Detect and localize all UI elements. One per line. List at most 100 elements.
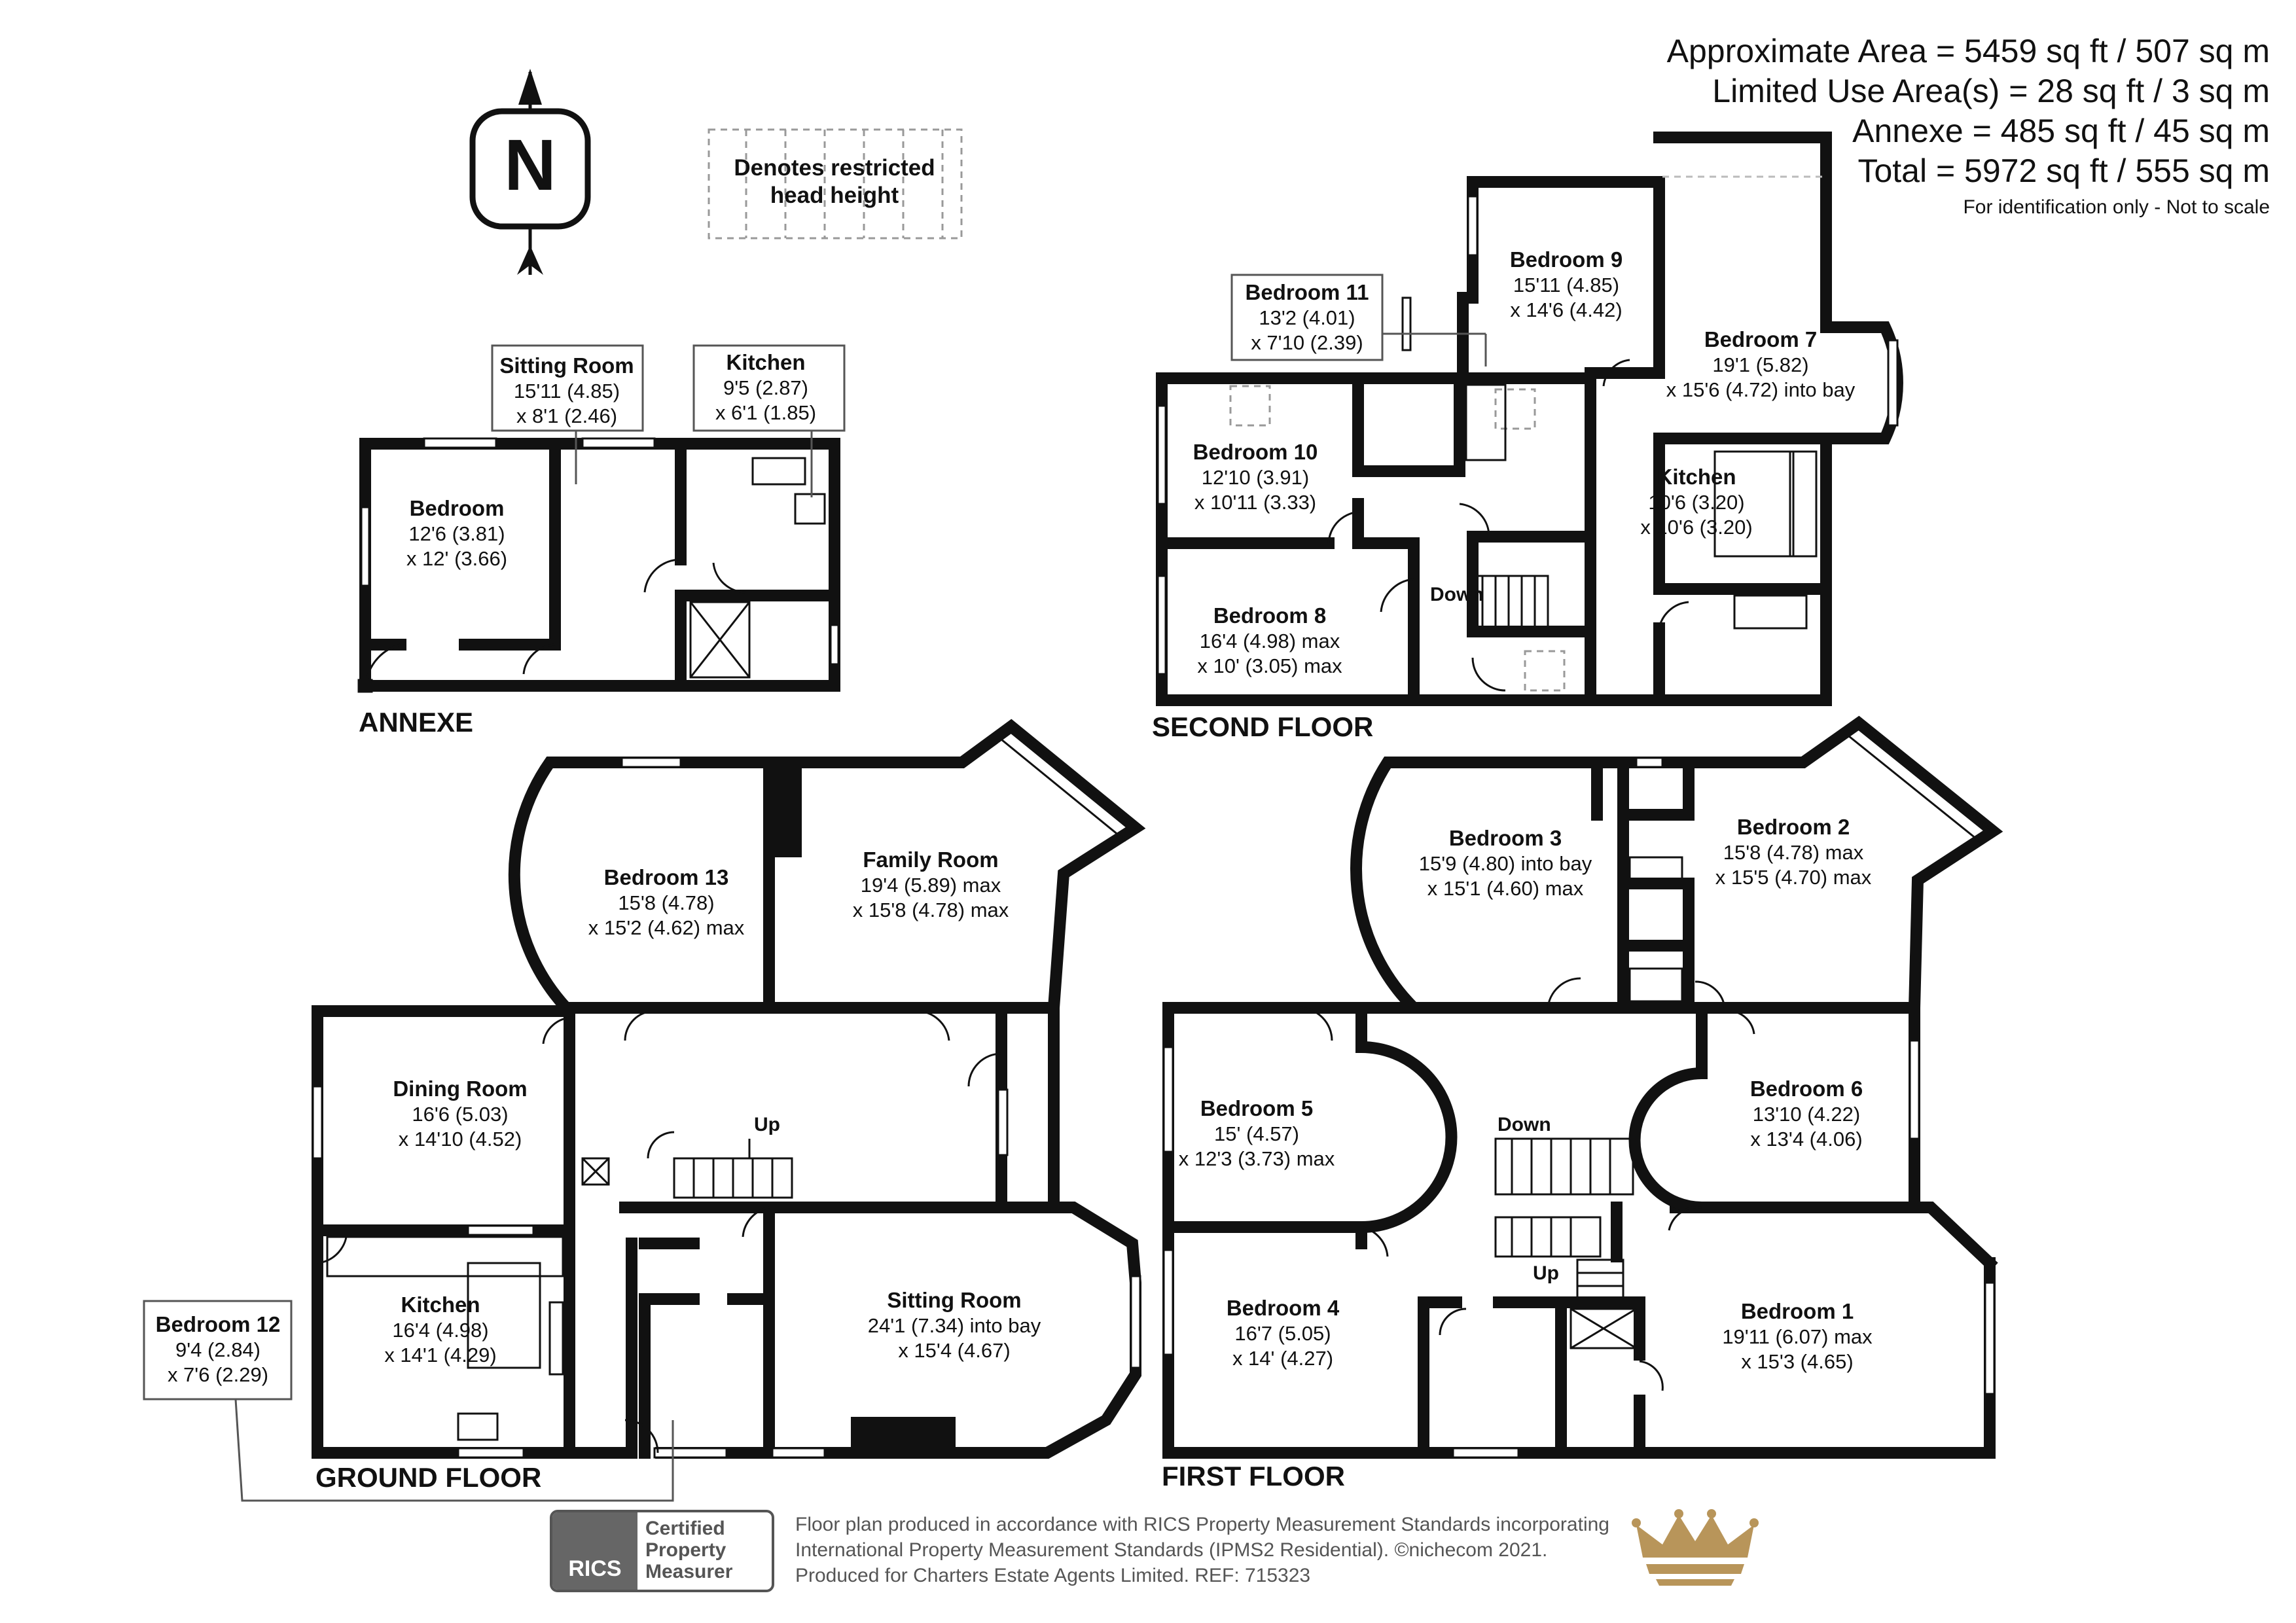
room-dimensions: x 7'6 (2.29) xyxy=(168,1363,268,1386)
legend-line-1: Denotes restricted xyxy=(734,155,935,181)
room-dimensions: x 7'10 (2.39) xyxy=(1251,331,1363,354)
room-dimensions: x 15'6 (4.72) into bay xyxy=(1666,378,1856,401)
room-name: Bedroom 3 xyxy=(1449,826,1562,850)
stairs-first xyxy=(1494,1137,1634,1300)
room-dimensions: 16'4 (4.98) xyxy=(392,1319,488,1342)
restricted-height-legend: Denotes restricted head height xyxy=(708,128,963,240)
room-name: Bedroom 13 xyxy=(604,865,729,889)
disclaimer: For identification only - Not to scale xyxy=(1963,196,2270,218)
room-name: Bedroom 8 xyxy=(1213,603,1326,628)
footer-line-2: International Property Measurement Stand… xyxy=(795,1539,1548,1561)
annexe-plan xyxy=(357,437,840,693)
room-dimensions: 13'2 (4.01) xyxy=(1259,306,1355,329)
bedroom-4: Bedroom 4 16'7 (5.05) x 14' (4.27) xyxy=(1227,1296,1340,1370)
room-dimensions: 16'4 (4.98) max xyxy=(1200,630,1340,652)
room-dimensions: 9'5 (2.87) xyxy=(723,376,808,399)
room-name: Family Room xyxy=(863,847,998,872)
stairs-down-label: Down xyxy=(1430,584,1484,605)
room-dimensions: 13'10 (4.22) xyxy=(1753,1103,1860,1126)
stairs-up-label: Up xyxy=(754,1114,780,1135)
annexe-label: ANNEXE xyxy=(359,707,473,738)
room-name: Bedroom 6 xyxy=(1750,1077,1863,1101)
room-dimensions: x 15'1 (4.60) max xyxy=(1427,877,1584,900)
room-dimensions: 12'10 (3.91) xyxy=(1202,466,1309,489)
room-name: Bedroom 5 xyxy=(1200,1096,1313,1120)
room-dimensions: x 13'4 (4.06) xyxy=(1750,1128,1862,1150)
room-name: Sitting Room xyxy=(887,1288,1021,1312)
footer-text: Floor plan produced in accordance with R… xyxy=(795,1512,1609,1588)
first-floor-label: FIRST FLOOR xyxy=(1162,1461,1345,1491)
room-name: Kitchen xyxy=(726,350,805,374)
room-dimensions: x 15'4 (4.67) xyxy=(898,1339,1010,1362)
room-dimensions: x 15'3 (4.65) xyxy=(1741,1350,1853,1373)
room-dimensions: 12'6 (3.81) xyxy=(408,522,505,545)
dining-room: Dining Room 16'6 (5.03) x 14'10 (4.52) xyxy=(393,1077,527,1150)
bedroom-8: Bedroom 8 16'4 (4.98) max x 10' (3.05) m… xyxy=(1197,603,1342,677)
compass-letter: N xyxy=(504,125,556,205)
sitting-room-ground-floor: Sitting Room 24'1 (7.34) into bay x 15'4… xyxy=(868,1288,1041,1362)
room-dimensions: 19'4 (5.89) max xyxy=(861,874,1001,897)
bedroom-3: Bedroom 3 15'9 (4.80) into bay x 15'1 (4… xyxy=(1419,826,1592,900)
room-name: Kitchen xyxy=(1657,465,1736,489)
room-dimensions: x 8'1 (2.46) xyxy=(516,404,617,427)
footer-line-1: Floor plan produced in accordance with R… xyxy=(795,1514,1609,1535)
room-name: Bedroom 11 xyxy=(1246,280,1369,304)
room-name: Bedroom 2 xyxy=(1737,815,1850,839)
room-dimensions: 15' (4.57) xyxy=(1214,1122,1299,1145)
approximate-area: Approximate Area = 5459 sq ft / 507 sq m xyxy=(1666,33,2270,69)
room-name: Bedroom 10 xyxy=(1193,440,1318,464)
annexe-sitting-room: Sitting Room 15'11 (4.85) x 8'1 (2.46) xyxy=(491,344,644,484)
room-dimensions: x 10'11 (3.33) xyxy=(1194,491,1316,514)
room-dimensions: x 15'5 (4.70) max xyxy=(1715,866,1872,889)
stairs-up-label: Up xyxy=(1533,1262,1559,1284)
room-dimensions: 15'8 (4.78) max xyxy=(1723,841,1864,864)
room-name: Dining Room xyxy=(393,1077,527,1101)
kitchen-ground-floor: Kitchen 16'4 (4.98) x 14'1 (4.29) xyxy=(384,1293,496,1366)
room-dimensions: 16'7 (5.05) xyxy=(1234,1322,1331,1345)
room-dimensions: x 15'8 (4.78) max xyxy=(853,899,1009,921)
crown-logo-icon xyxy=(1632,1509,1759,1586)
room-dimensions: 15'9 (4.80) into bay xyxy=(1419,852,1592,875)
room-dimensions: 16'6 (5.03) xyxy=(412,1103,508,1126)
bedroom-12: Bedroom 12 9'4 (2.84) x 7'6 (2.29) xyxy=(143,1300,674,1502)
ground-floor-plan xyxy=(312,719,1146,1459)
room-dimensions: x 15'2 (4.62) max xyxy=(588,916,745,939)
compass-icon: N xyxy=(469,69,591,275)
area-summary: Approximate Area = 5459 sq ft / 507 sq m… xyxy=(1667,31,2270,224)
room-dimensions: x 14' (4.27) xyxy=(1232,1347,1333,1370)
bedroom-6: Bedroom 6 13'10 (4.22) x 13'4 (4.06) xyxy=(1750,1077,1863,1150)
room-dimensions: 24'1 (7.34) into bay xyxy=(868,1314,1041,1337)
room-name: Bedroom 9 xyxy=(1510,247,1623,272)
bedroom-5: Bedroom 5 15' (4.57) x 12'3 (3.73) max xyxy=(1179,1096,1335,1170)
bedroom-7: Bedroom 7 19'1 (5.82) x 15'6 (4.72) into… xyxy=(1666,327,1856,401)
room-dimensions: x 12' (3.66) xyxy=(406,547,507,570)
second-floor-label: SECOND FLOOR xyxy=(1152,711,1373,742)
bedroom-9: Bedroom 9 15'11 (4.85) x 14'6 (4.42) xyxy=(1510,247,1623,321)
bedroom-11: Bedroom 11 13'2 (4.01) x 7'10 (2.39) xyxy=(1230,274,1487,366)
bedroom-1: Bedroom 1 19'11 (6.07) max x 15'3 (4.65) xyxy=(1722,1299,1873,1373)
bedroom-10: Bedroom 10 12'10 (3.91) x 10'11 (3.33) xyxy=(1193,440,1318,514)
annexe-bedroom: Bedroom 12'6 (3.81) x 12' (3.66) xyxy=(406,496,507,570)
rics-line-3: Measurer xyxy=(645,1561,733,1582)
room-dimensions: 19'1 (5.82) xyxy=(1712,353,1808,376)
annexe-area: Annexe = 485 sq ft / 45 sq m xyxy=(1852,113,2270,149)
room-dimensions: x 10'6 (3.20) xyxy=(1640,516,1752,539)
room-dimensions: 9'4 (2.84) xyxy=(175,1338,260,1361)
annexe-kitchen: Kitchen 9'5 (2.87) x 6'1 (1.85) xyxy=(692,344,846,497)
rics-logo-text: RICS xyxy=(568,1556,622,1581)
room-dimensions: x 10' (3.05) max xyxy=(1197,654,1342,677)
legend-line-2: head height xyxy=(770,183,899,208)
room-dimensions: x 14'10 (4.52) xyxy=(399,1128,522,1150)
stairs-ground xyxy=(673,1139,793,1199)
room-name: Bedroom xyxy=(410,496,505,520)
room-name: Sitting Room xyxy=(499,353,634,378)
room-name: Bedroom 12 xyxy=(156,1312,281,1336)
total-area: Total = 5972 sq ft / 555 sq m xyxy=(1857,152,2270,189)
room-name: Kitchen xyxy=(401,1293,480,1317)
rics-badge: RICS Certified Property Measurer xyxy=(550,1510,774,1592)
room-dimensions: 15'8 (4.78) xyxy=(618,891,714,914)
rics-line-1: Certified xyxy=(645,1518,725,1539)
room-dimensions: x 14'1 (4.29) xyxy=(384,1344,496,1366)
second-floor-plan xyxy=(1156,132,1903,706)
